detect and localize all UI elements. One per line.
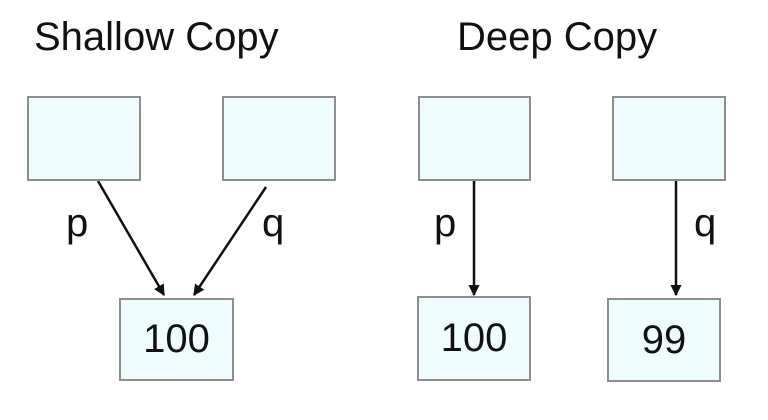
deep-value-q: 99	[641, 317, 687, 362]
shallow-shared-value: 100	[143, 317, 210, 361]
deep-pointer-p-box	[418, 96, 531, 181]
shallow-pointer-p-box	[27, 96, 141, 181]
shallow-p-arrow	[96, 180, 166, 296]
deep-value-q-box: 99	[607, 298, 721, 382]
shallow-q-label: q	[262, 201, 285, 245]
shallow-pointer-q-box	[222, 96, 336, 181]
shallow-copy-title: Shallow Copy	[34, 15, 279, 59]
shallow-shared-value-box: 100	[119, 298, 234, 381]
deep-p-label: p	[434, 201, 457, 245]
deep-pointer-q-box	[612, 96, 726, 181]
shallow-p-label: p	[66, 201, 89, 245]
deep-value-p: 100	[440, 316, 508, 360]
deep-value-p-box: 100	[417, 296, 531, 381]
deep-q-label: q	[694, 201, 717, 245]
shallow-q-arrow	[192, 186, 268, 296]
deep-copy-title: Deep Copy	[457, 15, 658, 59]
